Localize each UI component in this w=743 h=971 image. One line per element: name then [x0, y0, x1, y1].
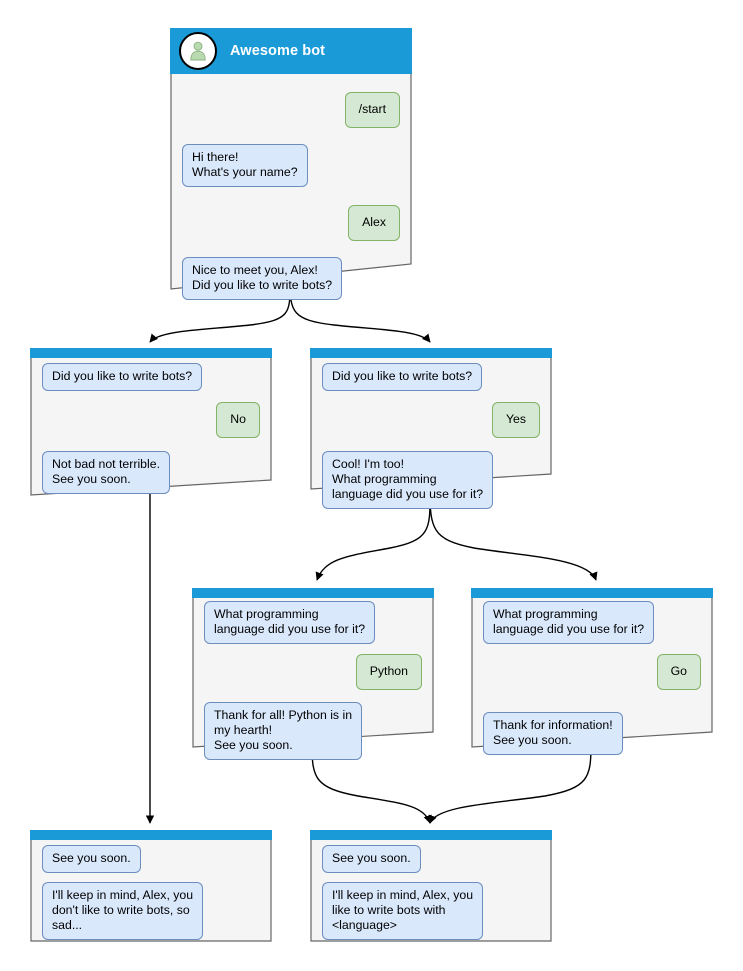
user-message-bubble[interactable]: Go: [656, 654, 701, 690]
card-language-python-messages: What programming language did you use fo…: [192, 598, 434, 760]
card-farewell-sad-messages: See you soon. I'll keep in mind, Alex, y…: [30, 840, 272, 940]
message-row: Nice to meet you, Alex! Did you like to …: [182, 257, 400, 300]
bot-message-bubble[interactable]: Nice to meet you, Alex! Did you like to …: [182, 257, 343, 300]
bot-message-bubble[interactable]: Thank for information! See you soon.: [483, 712, 623, 755]
card-language-go[interactable]: What programming language did you use fo…: [471, 588, 713, 755]
person-glyph-icon: [190, 41, 206, 61]
connector-go-to-farewell-happy: [428, 744, 592, 824]
card-farewell-happy-header: [310, 830, 552, 840]
bot-message-bubble[interactable]: I'll keep in mind, Alex, you don't like …: [42, 882, 204, 940]
card-farewell-happy[interactable]: See you soon. I'll keep in mind, Alex, y…: [310, 830, 552, 942]
card-answer-yes[interactable]: Did you like to write bots? Yes Cool! I'…: [310, 348, 552, 509]
card-farewell-sad[interactable]: See you soon. I'll keep in mind, Alex, y…: [30, 830, 272, 942]
message-row: Alex: [182, 205, 400, 241]
message-row: Thank for all! Python is in my hearth! S…: [204, 702, 422, 760]
card-language-go-header: [471, 588, 713, 598]
person-avatar-icon: [179, 32, 217, 70]
message-row: Thank for information! See you soon.: [483, 712, 701, 755]
card-start-header: Awesome bot: [170, 28, 412, 74]
message-row: Cool! I'm too! What programming language…: [322, 451, 540, 509]
bot-message-bubble[interactable]: Hi there! What's your name?: [182, 144, 308, 187]
message-row: Hi there! What's your name?: [182, 144, 400, 187]
card-language-python[interactable]: What programming language did you use fo…: [192, 588, 434, 760]
message-row: What programming language did you use fo…: [204, 601, 422, 644]
bot-message-bubble[interactable]: Not bad not terrible. See you soon.: [42, 451, 171, 494]
bot-message-bubble[interactable]: Cool! I'm too! What programming language…: [322, 451, 494, 509]
message-row: I'll keep in mind, Alex, you don't like …: [42, 882, 260, 940]
message-row: Did you like to write bots?: [42, 363, 260, 391]
bot-name-label: Awesome bot: [230, 43, 326, 59]
user-message-bubble[interactable]: Yes: [491, 402, 540, 438]
message-row: I'll keep in mind, Alex, you like to wri…: [322, 882, 540, 940]
card-answer-yes-messages: Did you like to write bots? Yes Cool! I'…: [310, 358, 552, 509]
bot-message-bubble[interactable]: See you soon.: [322, 845, 421, 873]
card-answer-yes-header: [310, 348, 552, 358]
message-row: Yes: [322, 402, 540, 438]
bot-message-bubble[interactable]: Did you like to write bots?: [42, 363, 203, 391]
message-row: Did you like to write bots?: [322, 363, 540, 391]
bot-message-bubble[interactable]: What programming language did you use fo…: [483, 601, 655, 644]
message-row: Go: [483, 654, 701, 690]
card-answer-no-messages: Did you like to write bots? No Not bad n…: [30, 358, 272, 494]
user-message-bubble[interactable]: Alex: [348, 205, 400, 241]
card-language-python-header: [192, 588, 434, 598]
card-farewell-happy-messages: See you soon. I'll keep in mind, Alex, y…: [310, 840, 552, 940]
bot-message-bubble[interactable]: Did you like to write bots?: [322, 363, 483, 391]
user-message-bubble[interactable]: Python: [355, 654, 422, 690]
card-answer-no-header: [30, 348, 272, 358]
message-row: /start: [182, 92, 400, 128]
message-row: Not bad not terrible. See you soon.: [42, 451, 260, 494]
bot-message-bubble[interactable]: What programming language did you use fo…: [204, 601, 376, 644]
message-row: See you soon.: [42, 845, 260, 873]
bot-message-bubble[interactable]: See you soon.: [42, 845, 141, 873]
bot-message-bubble[interactable]: I'll keep in mind, Alex, you like to wri…: [322, 882, 484, 940]
user-message-bubble[interactable]: /start: [344, 92, 400, 128]
user-message-bubble[interactable]: No: [216, 402, 260, 438]
message-row: See you soon.: [322, 845, 540, 873]
card-start-messages: /start Hi there! What's your name? Alex …: [170, 74, 412, 300]
message-row: What programming language did you use fo…: [483, 601, 701, 644]
card-language-go-messages: What programming language did you use fo…: [471, 598, 713, 755]
message-row: No: [42, 402, 260, 438]
card-farewell-sad-header: [30, 830, 272, 840]
card-start[interactable]: Awesome bot /start Hi there! What's your…: [170, 28, 412, 300]
card-answer-no[interactable]: Did you like to write bots? No Not bad n…: [30, 348, 272, 496]
bot-message-bubble[interactable]: Thank for all! Python is in my hearth! S…: [204, 702, 363, 760]
message-row: Python: [204, 654, 422, 690]
